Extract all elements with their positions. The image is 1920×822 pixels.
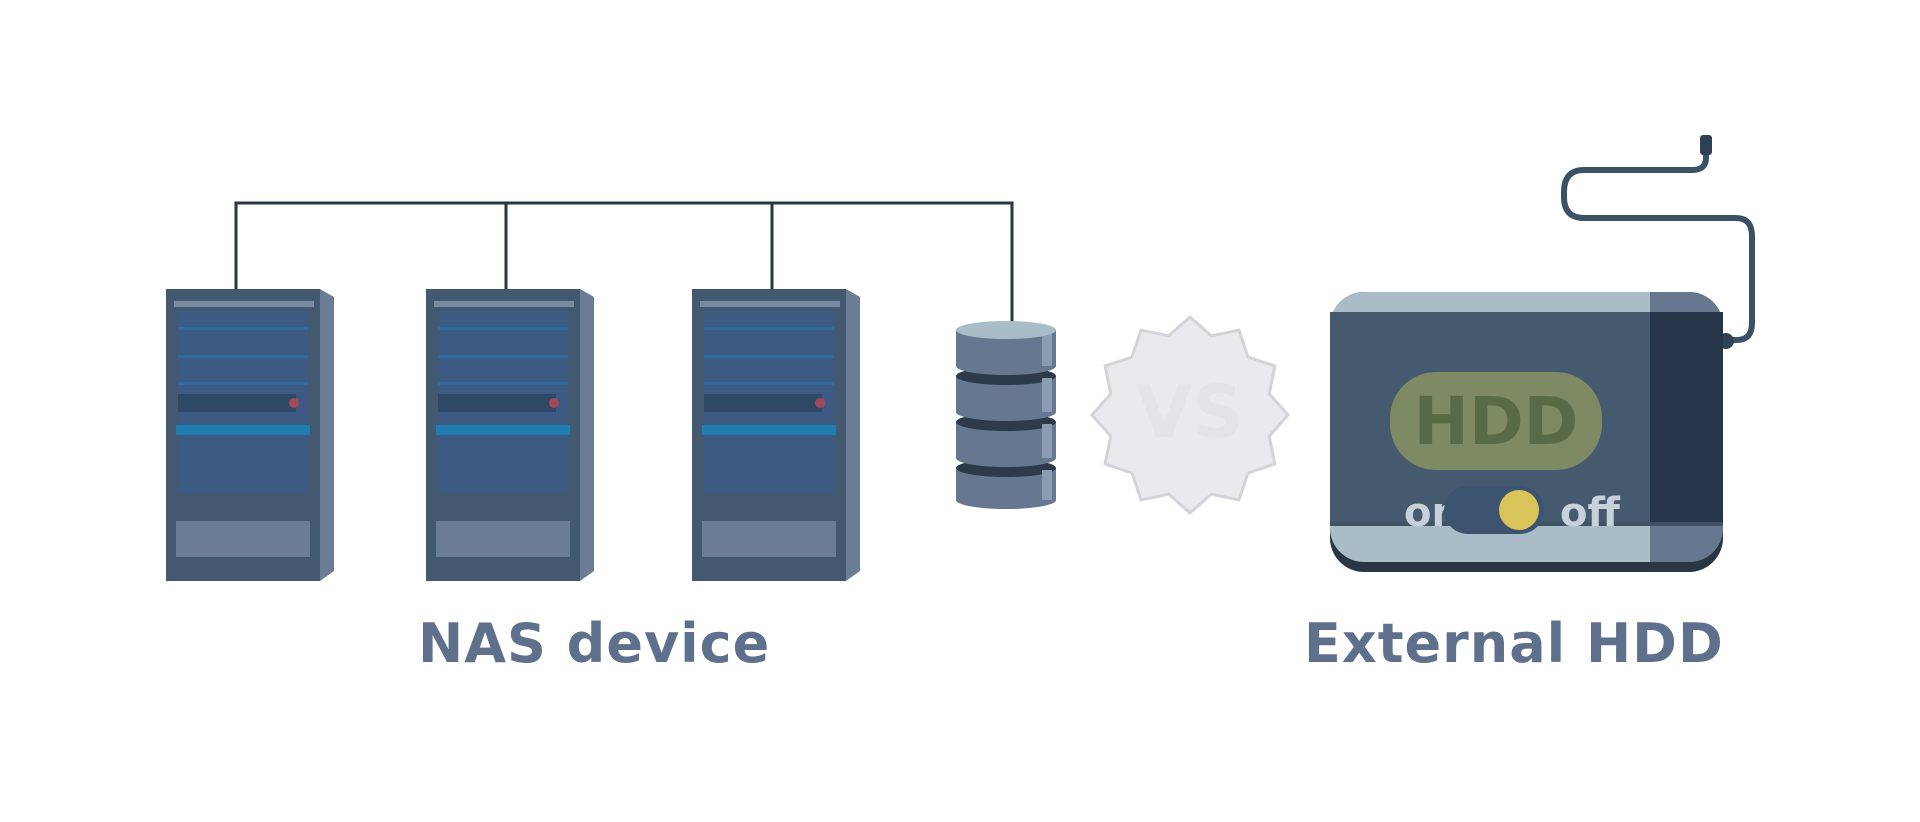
external-hdd-device: HDD on off [1330, 292, 1723, 572]
switch-knob [1499, 490, 1539, 530]
vs-label: VS [1136, 370, 1244, 454]
server-tower-1 [166, 289, 334, 581]
database-stack-icon [956, 321, 1056, 509]
hdd-badge [1390, 372, 1602, 470]
server-tower-2 [426, 289, 594, 581]
network-cable-lines [234, 201, 1014, 327]
external-hdd-caption: External HDD [1304, 612, 1724, 675]
hdd-badge-label: HDD [1414, 383, 1579, 460]
switch-off-label: off [1560, 490, 1620, 536]
vs-starburst-shape [1089, 314, 1291, 516]
power-toggle-switch[interactable] [1444, 486, 1544, 534]
vs-badge: VS [1089, 314, 1291, 516]
nas-device-caption: NAS device [418, 612, 771, 675]
server-tower-3 [692, 289, 860, 581]
